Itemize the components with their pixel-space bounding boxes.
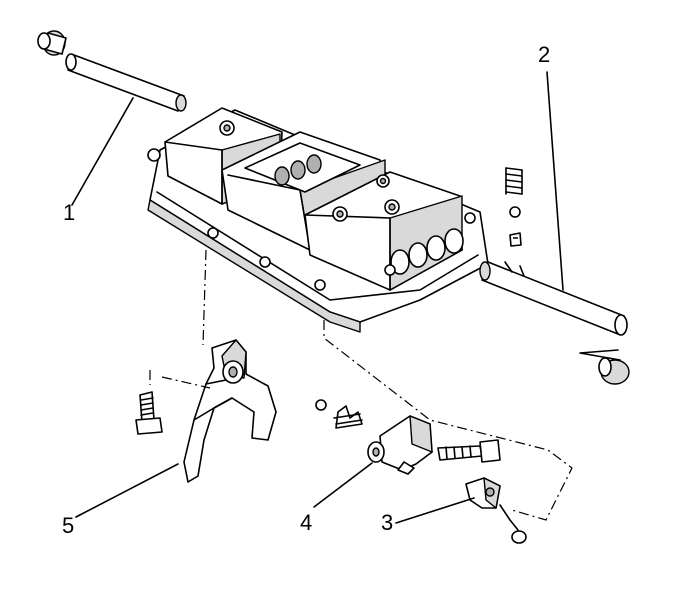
callout-1: 1 <box>63 200 76 225</box>
rail-2-leader-end <box>579 349 621 361</box>
detent-ball <box>509 206 521 218</box>
interlock-pin-3 <box>465 477 527 544</box>
shift-cover-housing <box>147 107 489 333</box>
shift-rail-2 <box>479 261 628 336</box>
retaining-clip <box>509 232 522 247</box>
callout-3: 3 <box>381 510 394 535</box>
shift-rail-1 <box>37 30 187 112</box>
end-plug-right <box>598 357 630 385</box>
callout-4: 4 <box>300 510 313 535</box>
callout-2: 2 <box>538 42 551 67</box>
lug-ball <box>315 399 327 411</box>
lug-alignment-line <box>323 320 573 521</box>
fork-alignment-line <box>202 249 207 346</box>
fork-bolt <box>135 391 163 435</box>
shift-fork-5 <box>183 339 277 483</box>
callout-5: 5 <box>62 513 75 538</box>
shift-lug-4 <box>367 415 433 475</box>
lug-spring <box>333 405 363 429</box>
detent-spring <box>505 167 523 195</box>
lug-bolt <box>437 439 501 463</box>
fork-bolt-path <box>149 370 211 389</box>
callout-leaders <box>71 71 564 524</box>
